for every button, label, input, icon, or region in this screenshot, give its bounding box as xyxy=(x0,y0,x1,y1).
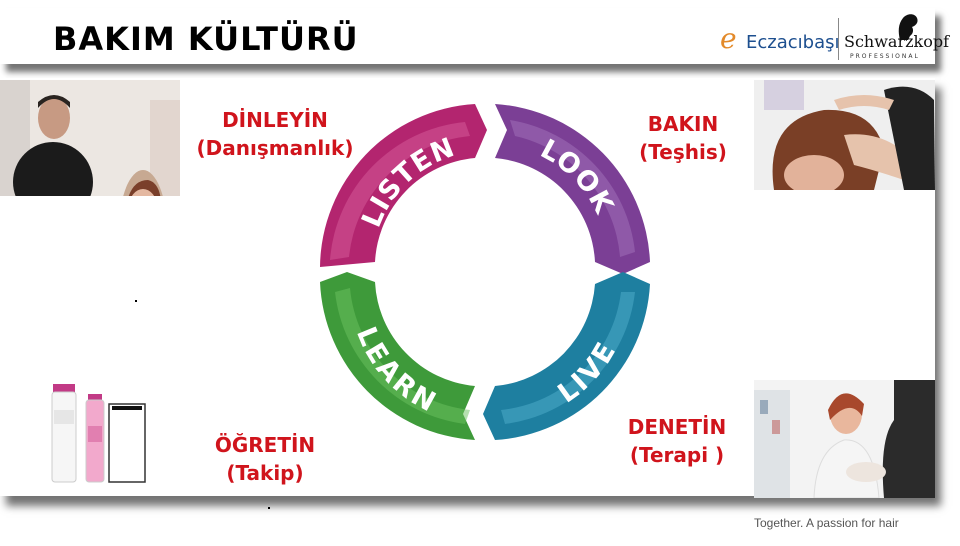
learn-arc xyxy=(320,272,475,440)
live-arc xyxy=(483,272,650,440)
logo-divider xyxy=(838,18,839,60)
scalp-check-photo xyxy=(754,80,935,190)
eczacibasi-logo-icon: e xyxy=(720,22,737,55)
title-bar xyxy=(0,8,935,64)
page-title: BAKIM KÜLTÜRÜ xyxy=(53,20,359,58)
label-listen: DİNLEYİN (Danışmanlık) xyxy=(190,106,360,162)
label-listen-subtitle: (Danışmanlık) xyxy=(196,136,354,160)
label-learn-title: ÖĞRETİN xyxy=(214,433,316,457)
eczacibasi-logo: Eczacıbaşı xyxy=(746,32,840,53)
label-live: DENETİN (Terapi ) xyxy=(612,413,742,469)
stray-dot xyxy=(268,507,270,509)
schwarzkopf-logo: Schwarzkopf xyxy=(844,32,950,51)
stray-dot xyxy=(135,300,137,302)
label-live-title: DENETİN xyxy=(627,415,727,439)
listen-arc xyxy=(320,104,487,267)
schwarzkopf-head-icon xyxy=(898,14,918,40)
label-learn: ÖĞRETİN (Takip) xyxy=(190,431,340,487)
treatment-photo xyxy=(754,380,935,498)
label-listen-title: DİNLEYİN xyxy=(222,108,328,132)
look-arc xyxy=(495,104,650,274)
professional-label: PROFESSIONAL xyxy=(850,53,920,60)
label-live-subtitle: (Terapi ) xyxy=(629,443,725,467)
label-look: BAKIN (Teşhis) xyxy=(618,110,748,166)
footer-tagline: Together. A passion for hair xyxy=(754,516,899,530)
care-cycle-diagram: LISTEN LOOK LEARN LIVE xyxy=(320,104,650,440)
consultation-photo xyxy=(0,80,180,196)
label-look-subtitle: (Teşhis) xyxy=(639,140,727,164)
label-learn-subtitle: (Takip) xyxy=(226,461,304,485)
brand-logos: e Eczacıbaşı Schwarzkopf PROFESSIONAL xyxy=(720,12,949,62)
product-bottles-photo xyxy=(50,380,150,484)
label-look-title: BAKIN xyxy=(647,112,719,136)
